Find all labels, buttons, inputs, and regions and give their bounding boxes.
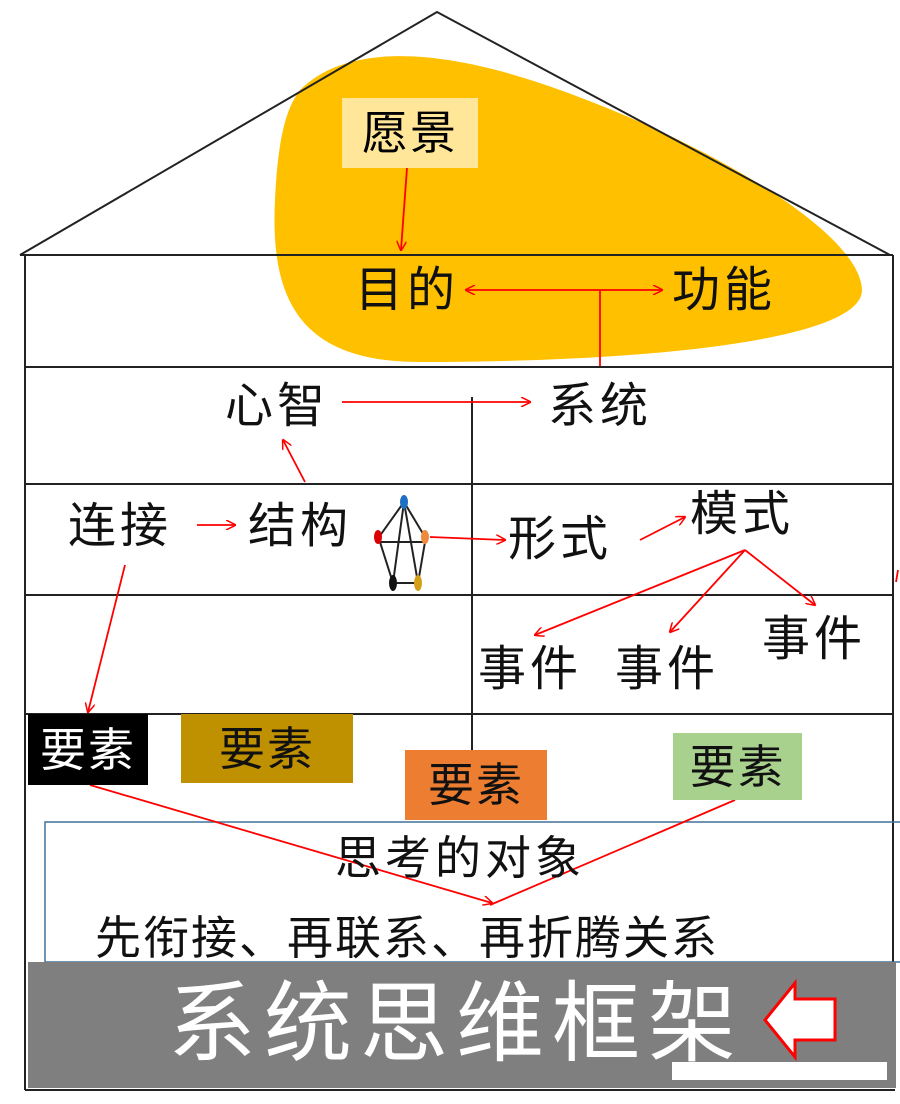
- structure-label: 结构: [248, 498, 353, 554]
- left-arrow-icon: [763, 978, 837, 1062]
- element-box-black: 要素: [28, 714, 148, 785]
- mind-label: 心智: [225, 378, 330, 434]
- element-box-brown: 要素: [181, 714, 353, 783]
- function-label: 功能: [672, 262, 777, 318]
- event-label: 事件: [478, 641, 583, 697]
- framework-title: 系统思维框架: [168, 972, 745, 1075]
- element-box-green: 要素: [673, 733, 802, 800]
- white-patch: [672, 1062, 887, 1080]
- event-label: 事件: [762, 611, 867, 667]
- purpose-label: 目的: [355, 262, 460, 318]
- vision-box: 愿景: [342, 98, 478, 168]
- network-icon: [374, 495, 429, 591]
- method-label: 先衔接、再联系、再折腾关系: [95, 911, 719, 965]
- object-of-thinking-label: 思考的对象: [335, 831, 585, 885]
- arrows: [88, 167, 899, 905]
- house-frame: [19, 10, 895, 1091]
- system-label: 系统: [548, 378, 653, 434]
- connection-label: 连接: [68, 498, 173, 554]
- form-label: 形式: [508, 511, 613, 567]
- event-label: 事件: [615, 641, 720, 697]
- element-box-orange: 要素: [405, 750, 547, 820]
- pattern-label: 模式: [690, 486, 795, 542]
